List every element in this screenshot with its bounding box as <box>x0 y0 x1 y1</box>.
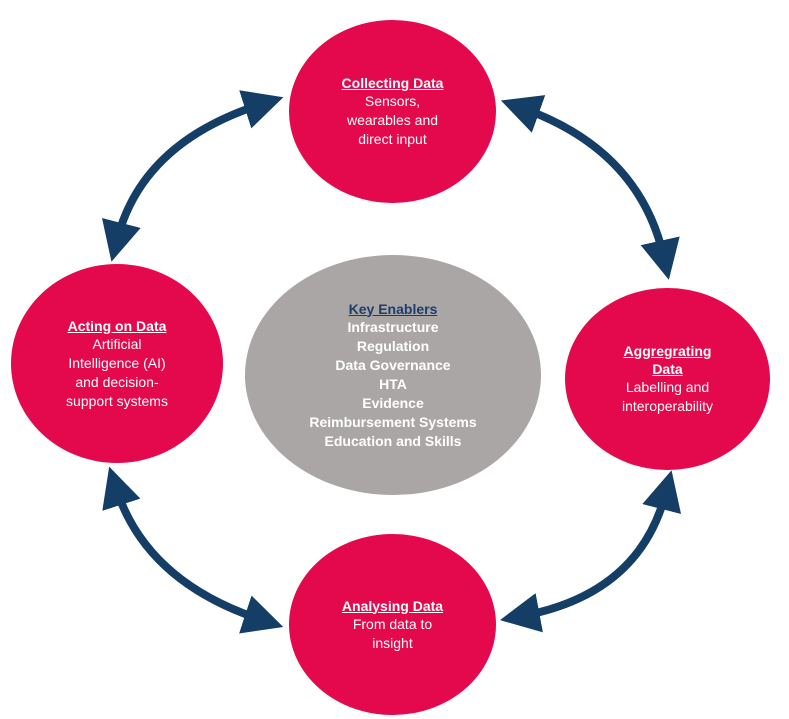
aggregating-data-node: Aggregrating Data Labelling and interope… <box>565 288 770 470</box>
enabler-item: Education and Skills <box>324 432 462 449</box>
aggregating-title-2: Data <box>652 361 683 377</box>
analysing-data-node: Analysing Data From data to insight <box>289 534 496 715</box>
enabler-item: HTA <box>379 375 407 392</box>
arrow-aggregating-analysing <box>499 470 682 633</box>
analysing-title: Analysing Data <box>341 597 444 614</box>
acting-on-data-node: Acting on Data Artificial Intelligence (… <box>11 264 223 463</box>
acting-desc-3: and decision- <box>75 373 159 390</box>
analysing-desc-2: insight <box>372 634 413 651</box>
collecting-data-node: Collecting Data Sensors, wearables and d… <box>289 20 496 203</box>
collecting-desc-3: direct input <box>358 131 427 147</box>
collecting-desc-1: Sensors, <box>364 93 421 109</box>
aggregating-desc-1: Labelling and <box>625 379 710 395</box>
enabler-item: Reimbursement Systems <box>309 413 477 430</box>
acting-title: Acting on Data <box>67 317 167 334</box>
collecting-title: Collecting Data <box>341 75 444 91</box>
enabler-item: Infrastructure <box>347 318 439 335</box>
collecting-desc-2: wearables and <box>346 112 439 128</box>
arrow-collecting-acting <box>101 90 284 262</box>
enabler-item: Evidence <box>362 394 424 411</box>
acting-desc-1: Artificial <box>92 335 142 352</box>
enabler-item: Regulation <box>356 337 430 354</box>
enabler-item: Data Governance <box>335 356 451 373</box>
key-enablers-title: Key Enablers <box>348 300 438 317</box>
acting-desc-4: support systems <box>66 392 168 409</box>
analysing-desc-1: From data to <box>352 615 433 632</box>
arrow-acting-analysing <box>102 466 284 634</box>
key-enablers-node: Key Enablers Infrastructure Regulation D… <box>245 255 541 495</box>
acting-desc-2: Intelligence (AI) <box>68 354 166 371</box>
arrow-collecting-aggregating <box>500 95 680 280</box>
aggregating-desc-2: interoperability <box>621 398 714 414</box>
aggregating-title-1: Aggregrating <box>623 343 712 359</box>
